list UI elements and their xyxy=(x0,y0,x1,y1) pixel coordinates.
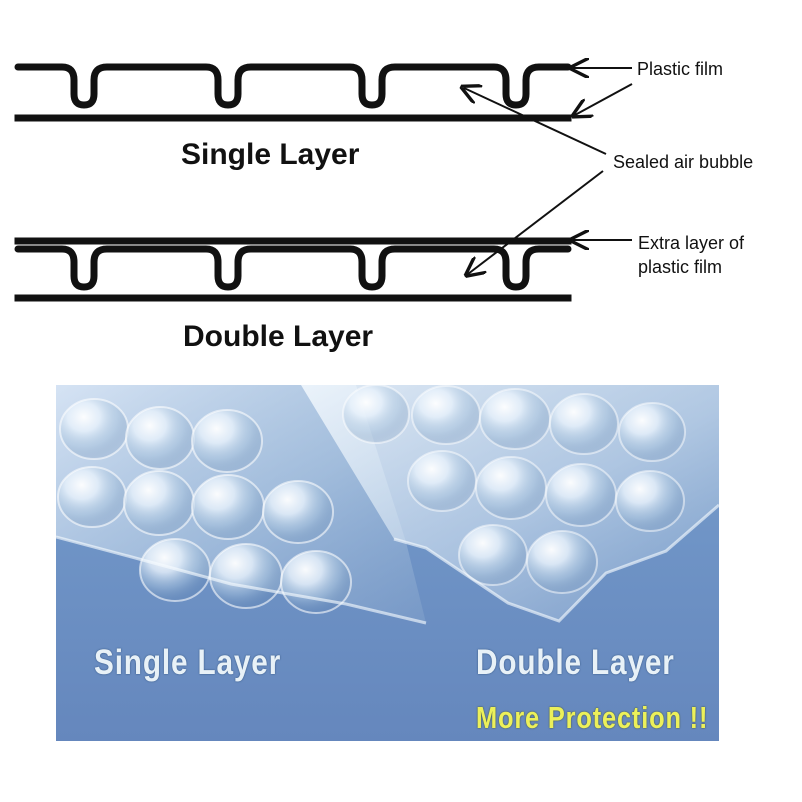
bubble xyxy=(526,530,598,594)
extra-layer-label-line-1: Extra layer of xyxy=(638,233,745,253)
bubble xyxy=(407,450,477,512)
bubble xyxy=(475,456,547,520)
bubble xyxy=(191,474,265,540)
bubble xyxy=(411,385,481,445)
bubble-wrap-photo-illustration xyxy=(56,385,719,625)
single-layer-diagram: Single Layer xyxy=(14,63,572,171)
photo-single-layer-label: Single Layer xyxy=(94,643,282,682)
double-layer-diagram: Double Layer xyxy=(14,237,572,353)
bubble xyxy=(57,466,127,528)
bubble xyxy=(545,463,617,527)
sealed-air-bubble-lower-arrow-icon xyxy=(468,170,604,274)
bubble xyxy=(615,470,685,532)
sealed-air-bubble-label: Sealed air bubble xyxy=(613,152,753,172)
diagram-callouts: Plastic film Sealed air bubble Extra lay… xyxy=(464,59,753,277)
single-layer-sheet-edge xyxy=(56,535,427,625)
double-layer-bubble-film xyxy=(14,245,572,291)
bubble xyxy=(191,409,263,473)
bubble xyxy=(209,543,283,609)
extra-layer-label-line-2: plastic film xyxy=(638,257,722,277)
plastic-film-lower-arrow-icon xyxy=(575,83,633,115)
bubble xyxy=(59,398,129,460)
single-layer-title: Single Layer xyxy=(181,138,360,171)
double-layer-title: Double Layer xyxy=(183,320,373,353)
bubble xyxy=(125,406,195,470)
bubble xyxy=(262,480,334,544)
single-layer-bubble-film xyxy=(14,63,572,109)
bubble xyxy=(123,470,195,536)
sealed-air-bubble-upper-arrow-icon xyxy=(464,88,607,155)
photo-double-layer-label: Double Layer xyxy=(476,643,675,682)
double-layer-bubbles xyxy=(342,385,686,594)
bubble-wrap-photo-panel: Single Layer Double Layer More Protectio… xyxy=(56,385,719,741)
bubble xyxy=(618,402,686,462)
double-layer-sheet-edge xyxy=(393,503,719,623)
bubble-wrap-layer-diagram: Single Layer Double Layer Plastic film S… xyxy=(14,0,753,353)
more-protection-label: More Protection !! xyxy=(476,700,709,735)
bubble xyxy=(280,550,352,614)
plastic-film-label: Plastic film xyxy=(637,59,723,79)
bubble xyxy=(549,393,619,455)
single-layer-bubbles xyxy=(57,398,352,614)
bubble xyxy=(479,388,551,450)
bubble xyxy=(342,385,410,444)
